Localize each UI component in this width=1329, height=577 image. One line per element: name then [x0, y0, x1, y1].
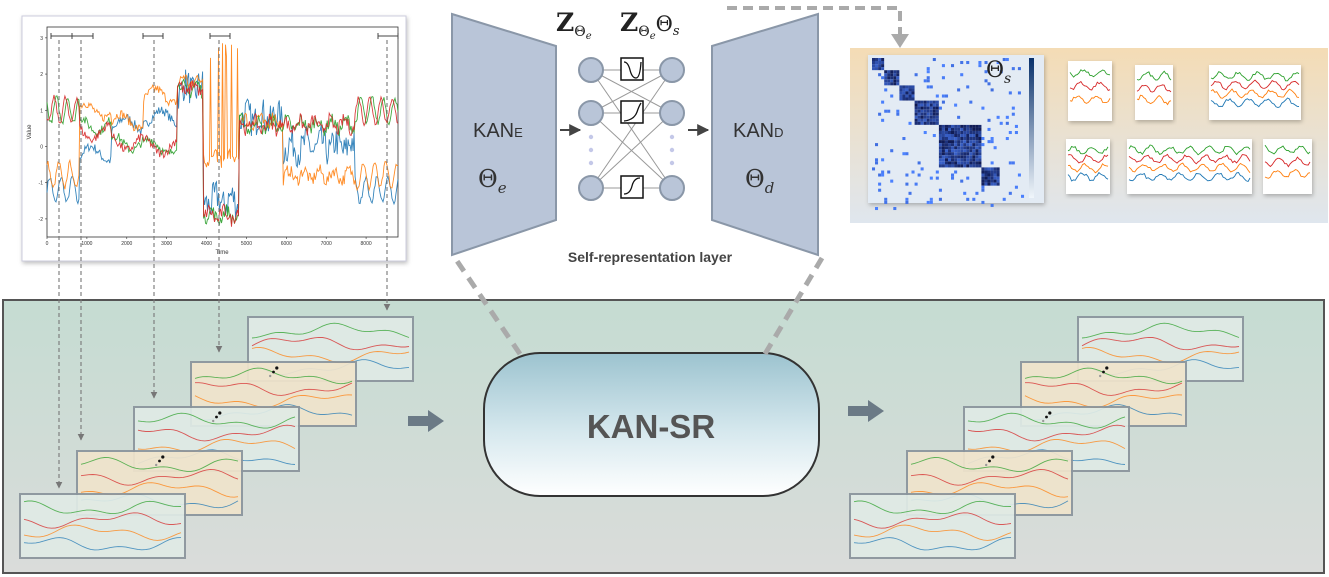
affinity-colorbar [1029, 58, 1034, 198]
xtick-label: 3000 [161, 241, 172, 247]
activation-box [620, 57, 644, 81]
ytick-label: -2 [39, 217, 44, 223]
timeseries-yticks: 3 2 1 0 -1 -2 [39, 36, 47, 223]
activation-box [620, 175, 644, 199]
window-card [849, 493, 1016, 559]
cluster-thumbnail [1209, 65, 1301, 120]
ytick-label: 2 [40, 72, 43, 78]
decoder-label: KAND [733, 120, 784, 142]
decoder-block [711, 12, 819, 257]
encoder-param: Θe [478, 165, 507, 197]
output-node [659, 100, 685, 126]
window-to-card-arrows [55, 40, 391, 489]
timeseries-line [46, 78, 399, 226]
input-node [578, 175, 604, 201]
timeseries-xlabel: Time [215, 250, 229, 256]
timeseries-line [46, 69, 399, 218]
encoder-label: KANE [473, 120, 523, 142]
left-window-stack [19, 316, 414, 559]
xtick-label: 0 [46, 241, 49, 247]
decoder-param: Θd [745, 165, 774, 197]
ytick-label: 0 [40, 144, 43, 150]
ytick-label: 1 [40, 108, 43, 114]
affinity-matrix-cells [872, 58, 1025, 211]
window-brackets [50, 33, 399, 39]
xtick-label: 4000 [201, 241, 212, 247]
sr-network [578, 57, 685, 201]
xtick-label: 1000 [81, 241, 92, 247]
ytick-label: -1 [39, 181, 44, 187]
xtick-label: 5000 [241, 241, 252, 247]
latent-z-sr-label: ZΘeΘs [620, 8, 680, 42]
cluster-thumbnail [1066, 139, 1110, 194]
cluster-thumbnail [1263, 139, 1312, 194]
flow-arrow-right [848, 400, 884, 422]
output-node [659, 57, 685, 83]
output-node [659, 175, 685, 201]
xtick-label: 7000 [321, 241, 332, 247]
activation-box [620, 100, 644, 124]
kan-sr-label: KAN-SR [587, 408, 715, 445]
input-node [578, 100, 604, 126]
xtick-label: 2000 [121, 241, 132, 247]
kan-sr-block [483, 352, 820, 497]
timeseries-lines [46, 43, 399, 227]
cluster-thumbnail [1068, 61, 1112, 121]
cluster-thumbnail [1135, 65, 1173, 120]
input-node [578, 57, 604, 83]
right-window-stack [849, 316, 1244, 559]
timeseries-line [46, 43, 398, 192]
xtick-label: 6000 [281, 241, 292, 247]
window-card [19, 493, 186, 559]
timeseries-xticks: 0 1000 2000 3000 4000 5000 6000 7000 8000 [46, 237, 372, 247]
timeseries-plot: 0 1000 2000 3000 4000 5000 6000 7000 8000 3 2 1 0 -1… [21, 15, 407, 262]
latent-to-affinity-arrow [727, 6, 902, 34]
timeseries-ylabel: Value [27, 124, 33, 140]
xtick-label: 8000 [361, 241, 372, 247]
cluster-thumbnail [1127, 139, 1252, 194]
latent-z-label: ZΘe [556, 8, 592, 42]
sr-layer-label: Self-representation layer [568, 249, 733, 265]
encoder-block [451, 12, 557, 257]
cluster-thumbnails [1066, 61, 1312, 194]
timeseries-line [46, 80, 399, 227]
flow-arrow-left [408, 410, 444, 432]
affinity-label: Θs [986, 58, 1011, 87]
ytick-label: 3 [40, 36, 43, 42]
